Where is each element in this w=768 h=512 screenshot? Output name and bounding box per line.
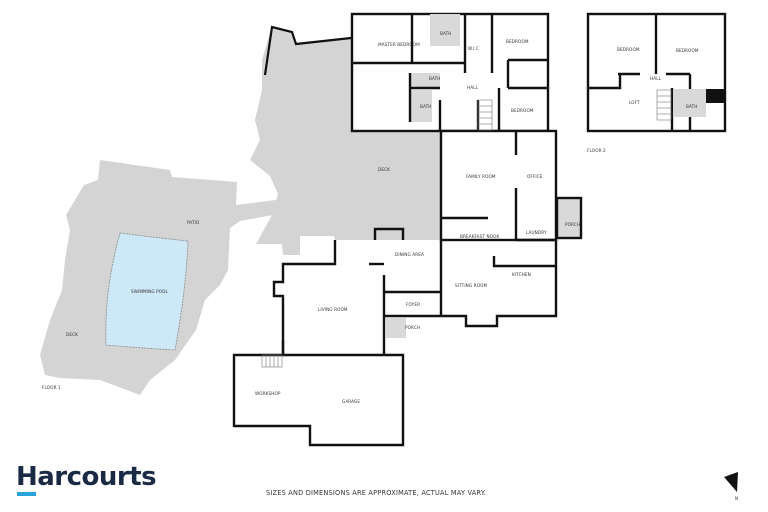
side-porch	[555, 196, 583, 240]
floor-2-walls	[586, 12, 727, 133]
floor-1-walls	[232, 12, 583, 447]
svg-text:LIVING ROOM: LIVING ROOM	[318, 307, 348, 312]
svg-text:SITTING ROOM: SITTING ROOM	[455, 283, 487, 288]
svg-text:GARAGE: GARAGE	[342, 399, 360, 404]
sitting-walls	[441, 240, 558, 328]
svg-text:BEDROOM: BEDROOM	[676, 48, 699, 53]
harcourts-logo: Harcourts	[16, 462, 157, 492]
dining-walls	[373, 227, 405, 240]
svg-text:BEDROOM: BEDROOM	[511, 108, 534, 113]
garage-walls	[232, 353, 405, 447]
svg-text:BEDROOM: BEDROOM	[506, 39, 529, 44]
bath-3-fill	[410, 90, 432, 122]
svg-text:DECK: DECK	[66, 332, 78, 337]
svg-text:BREAKFAST NOOK: BREAKFAST NOOK	[460, 234, 499, 239]
svg-text:PATIO: PATIO	[187, 220, 200, 225]
compass-arrow-icon	[724, 472, 738, 492]
svg-text:FOYER: FOYER	[406, 302, 420, 307]
north-arrow: N	[724, 472, 738, 501]
svg-text:W.I.C: W.I.C	[468, 46, 479, 51]
svg-text:PORCH: PORCH	[405, 325, 420, 330]
svg-text:WORKSHOP: WORKSHOP	[255, 391, 281, 396]
chimney	[706, 89, 724, 103]
svg-text:FLOOR 1: FLOOR 1	[42, 385, 61, 390]
svg-text:OFFICE: OFFICE	[527, 174, 543, 179]
logo-underline	[17, 492, 36, 496]
svg-text:HALL: HALL	[467, 85, 479, 90]
svg-text:BATH: BATH	[686, 104, 698, 109]
stairs	[261, 89, 672, 368]
svg-text:KITCHEN: KITCHEN	[512, 272, 531, 277]
front-porch	[386, 318, 406, 338]
svg-text:N: N	[735, 496, 738, 501]
pool-area	[40, 160, 284, 395]
svg-text:BATH: BATH	[420, 104, 432, 109]
svg-text:LAUNDRY: LAUNDRY	[526, 230, 547, 235]
svg-text:PORCH: PORCH	[565, 222, 580, 227]
kitchen-walls	[492, 256, 556, 268]
living-walls	[272, 240, 337, 354]
floor-2-bath-fill	[673, 89, 706, 117]
bath-2-fill	[410, 73, 440, 87]
room-labels: MASTER BEDROOM BATH W.I.C BEDROOM BATH B…	[42, 31, 699, 404]
deck-edge	[263, 25, 352, 76]
svg-text:BATH: BATH	[429, 76, 441, 81]
svg-text:FAMILY ROOM: FAMILY ROOM	[466, 174, 496, 179]
svg-text:HALL: HALL	[650, 76, 662, 81]
svg-text:MASTER BEDROOM: MASTER BEDROOM	[378, 42, 420, 47]
svg-text:DINING AREA: DINING AREA	[395, 252, 424, 257]
svg-text:LOFT: LOFT	[629, 100, 640, 105]
svg-text:SWIMMING POOL: SWIMMING POOL	[131, 289, 169, 294]
disclaimer-text: SIZES AND DIMENSIONS ARE APPROXIMATE, AC…	[266, 489, 487, 497]
ensuite-bath-fill	[430, 14, 460, 46]
svg-text:DECK: DECK	[378, 167, 390, 172]
svg-text:FLOOR 2: FLOOR 2	[587, 148, 606, 153]
family-block-outline	[439, 129, 558, 242]
svg-text:BATH: BATH	[440, 31, 452, 36]
svg-text:BEDROOM: BEDROOM	[617, 47, 640, 52]
swimming-pool	[105, 232, 189, 351]
